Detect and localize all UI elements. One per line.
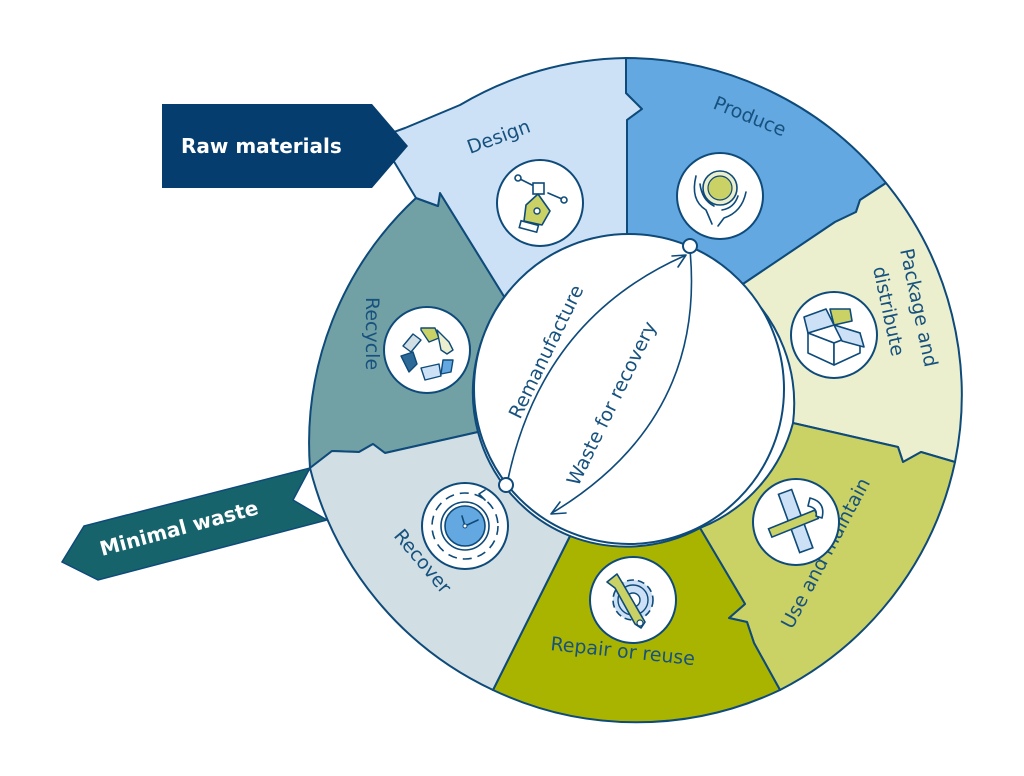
node-bottom	[498, 477, 514, 493]
ruler-hammer-icon	[752, 478, 840, 566]
clock-cycle-icon	[421, 482, 509, 570]
stage-label-recycle: Recycle	[361, 297, 383, 370]
pen-tool-icon	[496, 159, 584, 247]
hands-holding-coin-icon	[676, 152, 764, 240]
minimal-waste-arrow: Minimal waste	[60, 466, 329, 581]
raw-materials-arrow: Raw materials	[162, 104, 408, 188]
recycle-icon	[383, 306, 471, 394]
wrench-gear-icon	[589, 556, 677, 644]
arrowhead-icon	[671, 254, 687, 268]
node-top	[682, 238, 698, 254]
open-box-icon	[790, 291, 878, 379]
arrowhead-icon	[550, 501, 567, 515]
raw-materials-label: Raw materials	[181, 134, 342, 158]
center-circle	[473, 233, 785, 545]
